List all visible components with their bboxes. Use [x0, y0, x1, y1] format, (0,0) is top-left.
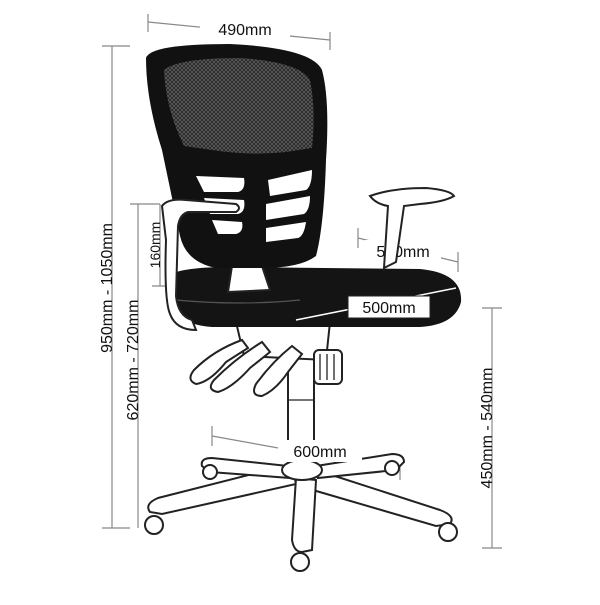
- seat-height-dimension: 450mm - 540mm: [479, 307, 502, 549]
- overall-height-label: 950mm - 1050mm: [99, 223, 116, 353]
- overall-height-dimension: 950mm - 1050mm: [99, 45, 130, 529]
- base-width-label: 600mm: [293, 444, 346, 461]
- back-support: [226, 265, 272, 294]
- right-armrest: [368, 186, 456, 270]
- back-width-label: 490mm: [218, 22, 271, 39]
- tilt-mechanism: [189, 321, 343, 398]
- chair-base: [144, 452, 458, 572]
- base-width-text: 600mm: [278, 440, 362, 462]
- left-armrest: [160, 198, 240, 332]
- seat-width-dimension: 500mm: [357, 228, 459, 272]
- seat-depth-dimension: 500mm: [295, 287, 457, 321]
- seat-height-label: 450mm - 540mm: [479, 368, 496, 489]
- back-width-dimension: 490mm: [147, 14, 331, 50]
- seat-depth-label: 500mm: [362, 300, 415, 317]
- arm-height-dimension: 620mm - 720mm: [125, 203, 160, 528]
- armrest-height-label: 160mm: [147, 222, 163, 269]
- arm-height-label: 620mm - 720mm: [125, 300, 142, 421]
